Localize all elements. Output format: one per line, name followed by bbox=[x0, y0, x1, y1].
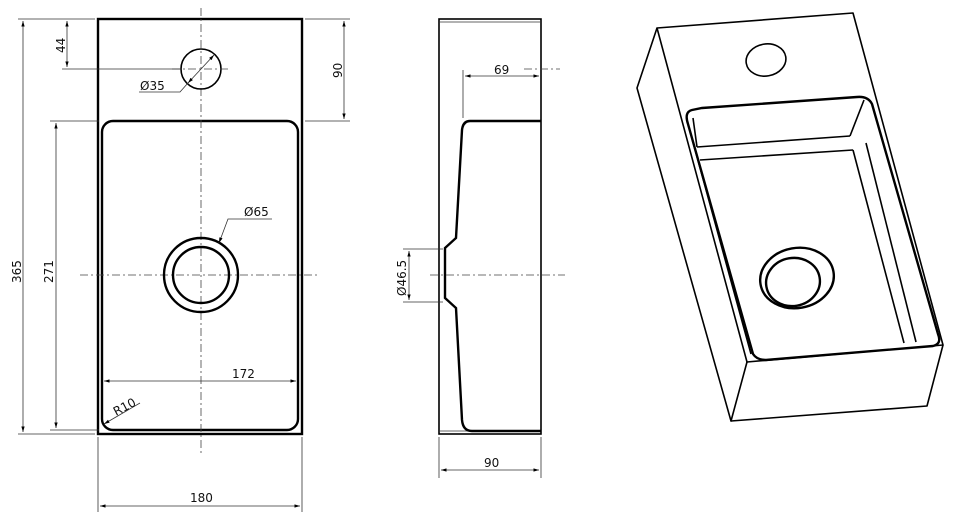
dim-overall-depth: 90 bbox=[484, 456, 499, 470]
front-view: 365 271 44 90 Ø35 Ø65 172 R10 180 bbox=[10, 8, 350, 512]
iso-basin-back-edge bbox=[696, 135, 851, 148]
dim-tap-offset: 44 bbox=[54, 38, 68, 53]
dim-drain-outlet-diameter: Ø46.5 bbox=[395, 260, 409, 296]
basin-profile bbox=[443, 119, 541, 433]
front-outline bbox=[96, 17, 304, 436]
drain-outer bbox=[162, 236, 240, 314]
drain-inner bbox=[171, 245, 231, 305]
dim-overall-height: 365 bbox=[10, 260, 24, 283]
dim-overall-width: 180 bbox=[190, 491, 213, 505]
dim-basin-depth: 69 bbox=[494, 63, 509, 77]
iso-left-face bbox=[636, 27, 748, 422]
iso-basin-rim bbox=[685, 95, 941, 362]
dim-deck-depth: 90 bbox=[331, 63, 345, 78]
isometric-view bbox=[636, 12, 944, 422]
dim-drain-diameter: Ø65 bbox=[244, 205, 269, 219]
iso-drain-inner bbox=[764, 256, 822, 308]
dim-corner-radius: R10 bbox=[111, 395, 138, 418]
iso-tap-hole bbox=[745, 43, 787, 77]
side-outline bbox=[438, 18, 542, 435]
side-view: 69 Ø46.5 90 bbox=[395, 18, 565, 478]
basin-outline bbox=[100, 119, 300, 432]
dim-tap-diameter: Ø35 bbox=[140, 79, 165, 93]
dim-basin-width: 172 bbox=[232, 367, 255, 381]
dim-basin-height: 271 bbox=[42, 260, 56, 283]
iso-drain-outer bbox=[758, 246, 836, 310]
iso-front-face bbox=[730, 344, 944, 422]
